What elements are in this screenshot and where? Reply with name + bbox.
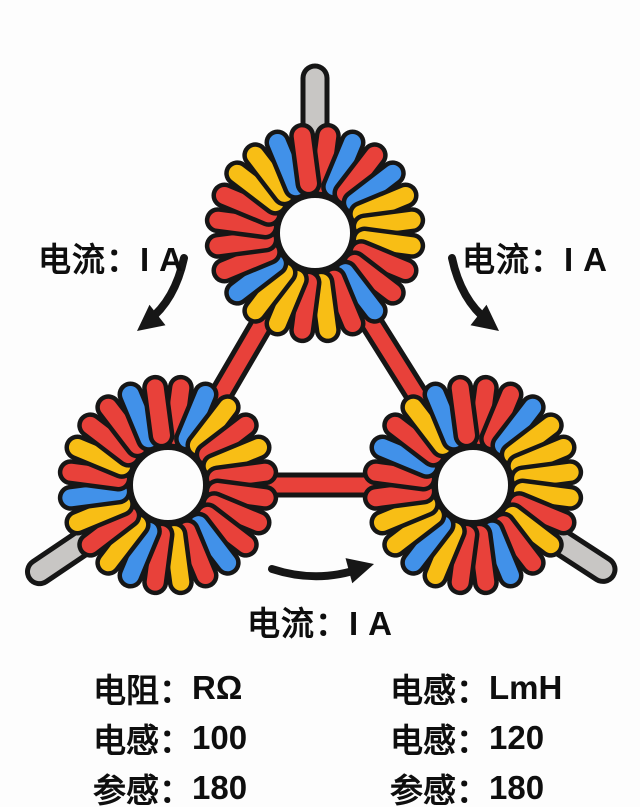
stat-value: LmH	[489, 669, 563, 706]
stat-row-inductance-unit: 电感： LmH	[390, 663, 562, 713]
stat-label: 电阻：	[93, 672, 192, 709]
stat-value: 180	[192, 769, 248, 806]
stat-label: 参感：	[390, 772, 489, 807]
toroid-bottom-left	[24, 374, 279, 596]
current-label-right: 电流：I A	[462, 241, 608, 278]
stat-row-inductance-right: 电感： 120	[390, 713, 562, 763]
current-arrow-left	[137, 254, 188, 331]
stat-label: 参感：	[93, 772, 192, 807]
stat-row-inductance-left: 电感： 100	[93, 713, 247, 763]
current-arrow-bottom	[268, 558, 374, 584]
stat-value: 180	[489, 769, 545, 806]
stat-row-mutual-left: 参感： 180	[93, 763, 247, 807]
stat-label: 电感：	[390, 722, 489, 759]
current-label-bottom: 电流：I A	[247, 605, 393, 642]
stats-column-left: 电阻： RΩ 电感： 100 参感： 180	[93, 663, 247, 807]
current-arrow-right	[448, 254, 499, 331]
toroid-top	[204, 63, 426, 344]
toroid-bottom-right	[362, 374, 618, 596]
stat-value: 100	[192, 719, 248, 756]
stat-label: 电感：	[93, 722, 192, 759]
stat-row-resistance: 电阻： RΩ	[93, 663, 247, 713]
stat-value: RΩ	[192, 669, 243, 706]
stat-value: 120	[489, 719, 545, 756]
stat-label: 电感：	[390, 672, 489, 709]
current-label-left: 电流：I A	[38, 241, 184, 278]
stat-row-mutual-right: 参感： 180	[390, 763, 562, 807]
stats-column-right: 电感： LmH 电感： 120 参感： 180	[390, 663, 562, 807]
